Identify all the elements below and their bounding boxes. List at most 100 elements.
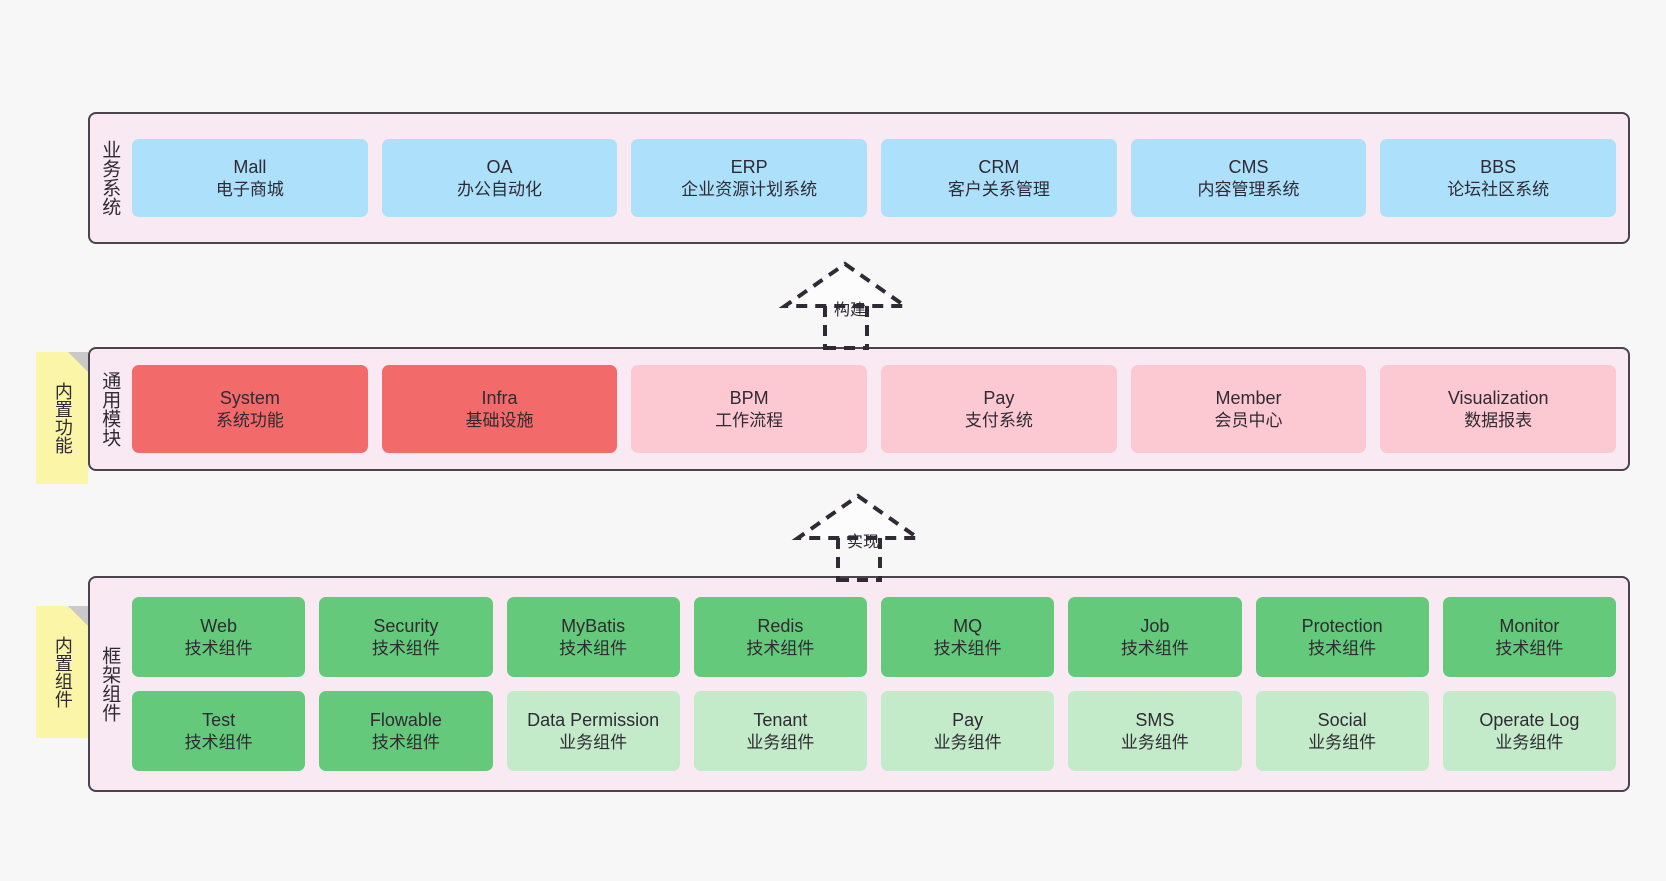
node-data-permission-cn: 业务组件 bbox=[559, 732, 628, 752]
node-mybatis-cn: 技术组件 bbox=[559, 638, 628, 658]
node-system-en: System bbox=[219, 387, 280, 408]
node-bpm-cn: 工作流程 bbox=[715, 410, 784, 430]
connector-build: 构建 bbox=[755, 258, 945, 350]
node-social-en: Social bbox=[1317, 709, 1367, 730]
node-system[interactable]: System 系统功能 bbox=[132, 365, 368, 453]
node-social-cn: 业务组件 bbox=[1308, 732, 1377, 752]
node-sms-en: SMS bbox=[1135, 709, 1175, 730]
node-operate-log[interactable]: Operate Log 业务组件 bbox=[1442, 691, 1616, 771]
node-mq-cn: 技术组件 bbox=[933, 638, 1002, 658]
node-bpm[interactable]: BPM 工作流程 bbox=[631, 365, 868, 453]
layer-common-modules: 通用模块 System 系统功能 Infra 基础设施 BPM 工作流程 Pay… bbox=[88, 347, 1630, 471]
node-visualization-en: Visualization bbox=[1447, 387, 1549, 408]
node-mybatis-en: MyBatis bbox=[561, 615, 626, 636]
node-job[interactable]: Job 技术组件 bbox=[1068, 597, 1242, 677]
node-redis-cn: 技术组件 bbox=[746, 638, 815, 658]
node-infra-en: Infra bbox=[481, 387, 518, 408]
node-bbs-en: BBS bbox=[1480, 156, 1517, 177]
node-data-permission-en: Data Permission bbox=[527, 709, 660, 730]
note-builtin-component-label: 内置组件 bbox=[52, 636, 73, 708]
node-pay-component[interactable]: Pay 业务组件 bbox=[881, 691, 1055, 771]
node-web-cn: 技术组件 bbox=[184, 638, 253, 658]
note-builtin-component: 内置组件 bbox=[36, 606, 88, 738]
node-cms-cn: 内容管理系统 bbox=[1197, 179, 1300, 199]
layer-framework-components: 框架组件 Web 技术组件 Security 技术组件 MyBatis 技术组件… bbox=[88, 576, 1630, 792]
node-monitor-en: Monitor bbox=[1499, 615, 1560, 636]
connector-implement-label: 实现 bbox=[846, 534, 880, 551]
node-flowable[interactable]: Flowable 技术组件 bbox=[319, 691, 493, 771]
node-social[interactable]: Social 业务组件 bbox=[1255, 691, 1429, 771]
node-mq[interactable]: MQ 技术组件 bbox=[881, 597, 1055, 677]
node-pay-component-en: Pay bbox=[952, 709, 984, 730]
layer-business-systems: 业务系统 Mall 电子商城 OA 办公自动化 ERP 企业资源计划系统 CRM… bbox=[88, 112, 1630, 244]
node-security[interactable]: Security 技术组件 bbox=[319, 597, 493, 677]
node-member[interactable]: Member 会员中心 bbox=[1130, 365, 1367, 453]
node-test-en: Test bbox=[202, 709, 236, 730]
node-sms-cn: 业务组件 bbox=[1120, 732, 1189, 752]
node-cms[interactable]: CMS 内容管理系统 bbox=[1130, 139, 1367, 217]
node-mall[interactable]: Mall 电子商城 bbox=[132, 139, 368, 217]
node-tenant-en: Tenant bbox=[753, 709, 808, 730]
node-pay-module[interactable]: Pay 支付系统 bbox=[881, 365, 1117, 453]
node-member-en: Member bbox=[1215, 387, 1282, 408]
node-erp[interactable]: ERP 企业资源计划系统 bbox=[631, 139, 868, 217]
node-erp-cn: 企业资源计划系统 bbox=[681, 179, 818, 199]
layer-title-common-modules: 通用模块 bbox=[99, 371, 121, 447]
layer-common-modules-nodes: System 系统功能 Infra 基础设施 BPM 工作流程 Pay 支付系统… bbox=[128, 349, 1628, 469]
node-security-en: Security bbox=[373, 615, 439, 636]
node-protection-en: Protection bbox=[1301, 615, 1383, 636]
framework-row-technical: Web 技术组件 Security 技术组件 MyBatis 技术组件 Redi… bbox=[132, 597, 1616, 677]
node-tenant[interactable]: Tenant 业务组件 bbox=[693, 691, 867, 771]
node-operate-log-en: Operate Log bbox=[1479, 709, 1580, 730]
node-web[interactable]: Web 技术组件 bbox=[132, 597, 306, 677]
connector-build-arrow-icon bbox=[778, 261, 912, 350]
connector-implement-arrow-icon bbox=[791, 493, 925, 582]
node-crm-cn: 客户关系管理 bbox=[947, 179, 1050, 199]
node-oa-en: OA bbox=[486, 156, 513, 177]
node-crm[interactable]: CRM 客户关系管理 bbox=[881, 139, 1117, 217]
node-flowable-en: Flowable bbox=[369, 709, 442, 730]
node-job-cn: 技术组件 bbox=[1120, 638, 1189, 658]
node-job-en: Job bbox=[1140, 615, 1170, 636]
note-builtin-function: 内置功能 bbox=[36, 352, 88, 484]
node-infra[interactable]: Infra 基础设施 bbox=[381, 365, 618, 453]
node-protection-cn: 技术组件 bbox=[1308, 638, 1377, 658]
node-operate-log-cn: 业务组件 bbox=[1495, 732, 1564, 752]
node-protection[interactable]: Protection 技术组件 bbox=[1255, 597, 1429, 677]
node-crm-en: CRM bbox=[978, 156, 1020, 177]
layer-title-framework-components: 框架组件 bbox=[99, 646, 121, 722]
node-web-en: Web bbox=[200, 615, 237, 636]
node-redis[interactable]: Redis 技术组件 bbox=[693, 597, 867, 677]
node-pay-module-en: Pay bbox=[983, 387, 1015, 408]
node-cms-en: CMS bbox=[1228, 156, 1269, 177]
node-infra-cn: 基础设施 bbox=[465, 410, 534, 430]
node-mall-en: Mall bbox=[233, 156, 267, 177]
node-data-permission[interactable]: Data Permission 业务组件 bbox=[506, 691, 680, 771]
node-member-cn: 会员中心 bbox=[1214, 410, 1283, 430]
node-visualization-cn: 数据报表 bbox=[1464, 410, 1533, 430]
node-security-cn: 技术组件 bbox=[371, 638, 440, 658]
node-mybatis[interactable]: MyBatis 技术组件 bbox=[506, 597, 680, 677]
layer-framework-components-nodes: Web 技术组件 Security 技术组件 MyBatis 技术组件 Redi… bbox=[128, 578, 1628, 790]
node-bbs[interactable]: BBS 论坛社区系统 bbox=[1380, 139, 1617, 217]
connector-implement: 实现 bbox=[768, 490, 958, 582]
node-bpm-en: BPM bbox=[729, 387, 769, 408]
node-erp-en: ERP bbox=[730, 156, 768, 177]
node-pay-module-cn: 支付系统 bbox=[964, 410, 1033, 430]
node-flowable-cn: 技术组件 bbox=[371, 732, 440, 752]
node-visualization[interactable]: Visualization 数据报表 bbox=[1380, 365, 1617, 453]
node-sms[interactable]: SMS 业务组件 bbox=[1068, 691, 1242, 771]
layer-business-systems-nodes: Mall 电子商城 OA 办公自动化 ERP 企业资源计划系统 CRM 客户关系… bbox=[128, 114, 1628, 242]
node-test[interactable]: Test 技术组件 bbox=[132, 691, 306, 771]
node-mq-en: MQ bbox=[953, 615, 983, 636]
node-test-cn: 技术组件 bbox=[184, 732, 253, 752]
node-monitor-cn: 技术组件 bbox=[1495, 638, 1564, 658]
note-builtin-function-label: 内置功能 bbox=[52, 382, 73, 454]
node-bbs-cn: 论坛社区系统 bbox=[1447, 179, 1550, 199]
node-oa[interactable]: OA 办公自动化 bbox=[381, 139, 618, 217]
connector-build-label: 构建 bbox=[833, 302, 867, 319]
node-pay-component-cn: 业务组件 bbox=[933, 732, 1002, 752]
node-oa-cn: 办公自动化 bbox=[457, 179, 542, 199]
node-monitor[interactable]: Monitor 技术组件 bbox=[1442, 597, 1616, 677]
